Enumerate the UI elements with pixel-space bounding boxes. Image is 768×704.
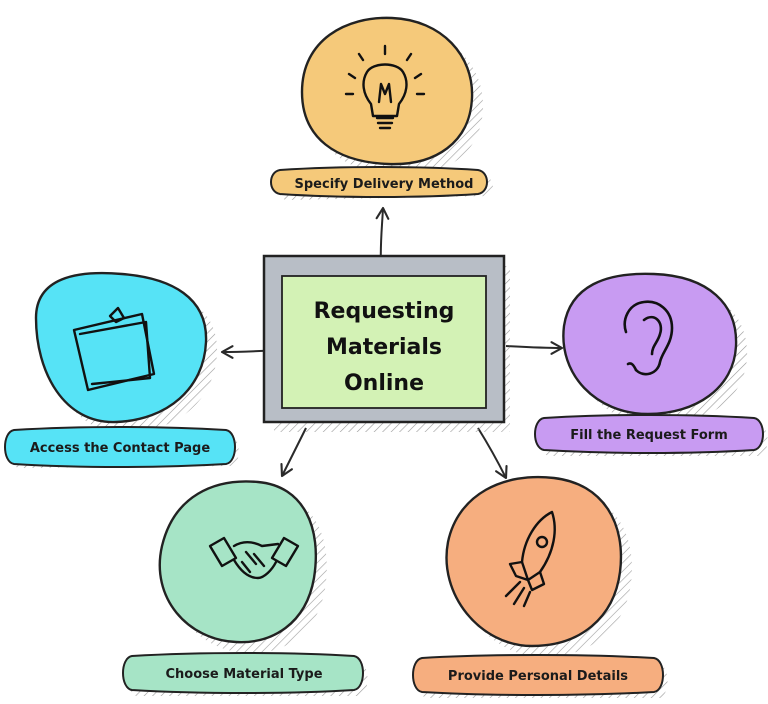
- label-pill-form: [534, 414, 764, 454]
- arrow-to-form: [505, 341, 564, 355]
- label-form: Fill the Request Form: [570, 428, 728, 443]
- arrow-to-personal: [477, 427, 508, 480]
- rocket-icon: [504, 510, 556, 608]
- node-blob-form: [562, 272, 738, 416]
- center-node: Requesting Materials Online: [262, 254, 510, 432]
- node-personal: Provide Personal Details: [412, 475, 668, 698]
- label-pill-contact: [4, 426, 236, 468]
- label-pill-delivery: [270, 166, 488, 198]
- label-contact: Access the Contact Page: [30, 441, 211, 456]
- label-personal: Provide Personal Details: [448, 669, 628, 684]
- handshake-icon: [208, 536, 300, 580]
- node-blob-contact: [34, 271, 208, 424]
- center-title-line1: Requesting: [314, 299, 455, 324]
- ear-icon: [623, 300, 674, 376]
- lightbulb-icon: [344, 44, 426, 130]
- node-form: Fill the Request Form: [534, 272, 768, 456]
- sticky-notes-icon: [72, 306, 156, 392]
- center-panel: [281, 275, 487, 409]
- node-contact: Access the Contact Page: [4, 271, 239, 468]
- center-title-line2: Materials: [326, 335, 442, 360]
- label-delivery: Specify Delivery Method: [295, 177, 474, 192]
- node-delivery: Specify Delivery Method: [270, 16, 493, 200]
- label-pill-personal: [412, 654, 664, 696]
- node-material: Choose Material Type: [122, 480, 368, 696]
- center-title-line3: Online: [344, 371, 424, 396]
- arrow-to-material: [280, 427, 307, 478]
- node-blob-material: [158, 480, 318, 644]
- node-blob-personal: [445, 475, 623, 648]
- label-pill-material: [122, 652, 364, 694]
- label-material: Choose Material Type: [165, 667, 322, 682]
